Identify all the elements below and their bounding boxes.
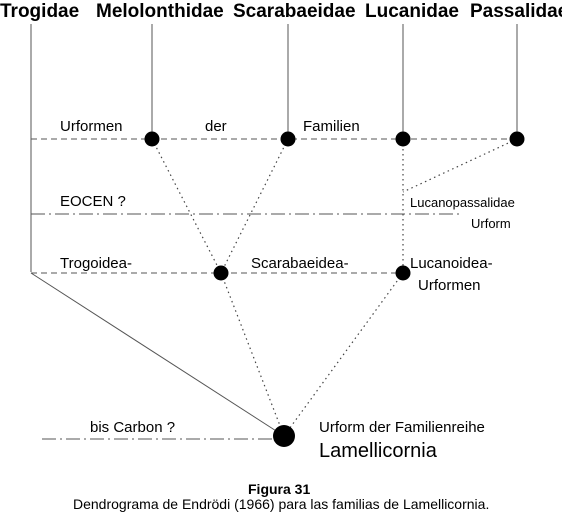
caption-text: Dendrograma de Endrödi (1966) para las f… (73, 496, 490, 512)
label-lucanoidea-urformen: Urformen (418, 277, 481, 294)
label-root-line1: Urform der Familienreihe (319, 419, 485, 436)
scarabaeidae-node (280, 131, 296, 147)
label-familien: Familien (303, 118, 360, 135)
root-node (273, 425, 295, 447)
label-eocen: EOCEN ? (60, 193, 126, 210)
melolonthidae-branch (151, 138, 222, 274)
family-trogidae: Trogidae (0, 1, 80, 22)
lucanidae-node (395, 131, 411, 147)
scarabaeidea-root-branch (220, 272, 285, 437)
lucanoidea-root-branch (283, 272, 404, 437)
label-root-line2: Lamellicornia (319, 440, 437, 462)
label-lucanopassalidae: Lucanopassalidae (410, 195, 515, 210)
caption-title: Figura 31 (248, 481, 311, 497)
lucanoidea-node (395, 265, 411, 281)
label-bis-carbon: bis Carbon ? (90, 419, 176, 436)
family-passalidae: Passalidae (470, 1, 562, 22)
family-scarabaeidae: Scarabaeidae (233, 1, 356, 22)
label-der: der (205, 118, 227, 135)
scarabaeidea-node (213, 265, 229, 281)
family-melolonthidae: Melolonthidae (96, 1, 224, 22)
label-urform: Urform (471, 216, 511, 231)
label-lucanoidea: Lucanoidea- (410, 255, 493, 272)
label-trogoidea: Trogoidea- (60, 255, 132, 272)
trogidae-root-branch (30, 272, 285, 437)
label-urformen: Urformen (60, 118, 123, 135)
family-lucanidae: Lucanidae (365, 1, 459, 22)
passalidae-branch (402, 138, 518, 193)
label-scarabaeidea: Scarabaeidea- (251, 255, 349, 272)
scarabaeidae-branch (220, 138, 289, 274)
passalidae-node (509, 131, 525, 147)
melolonthidae-node (144, 131, 160, 147)
